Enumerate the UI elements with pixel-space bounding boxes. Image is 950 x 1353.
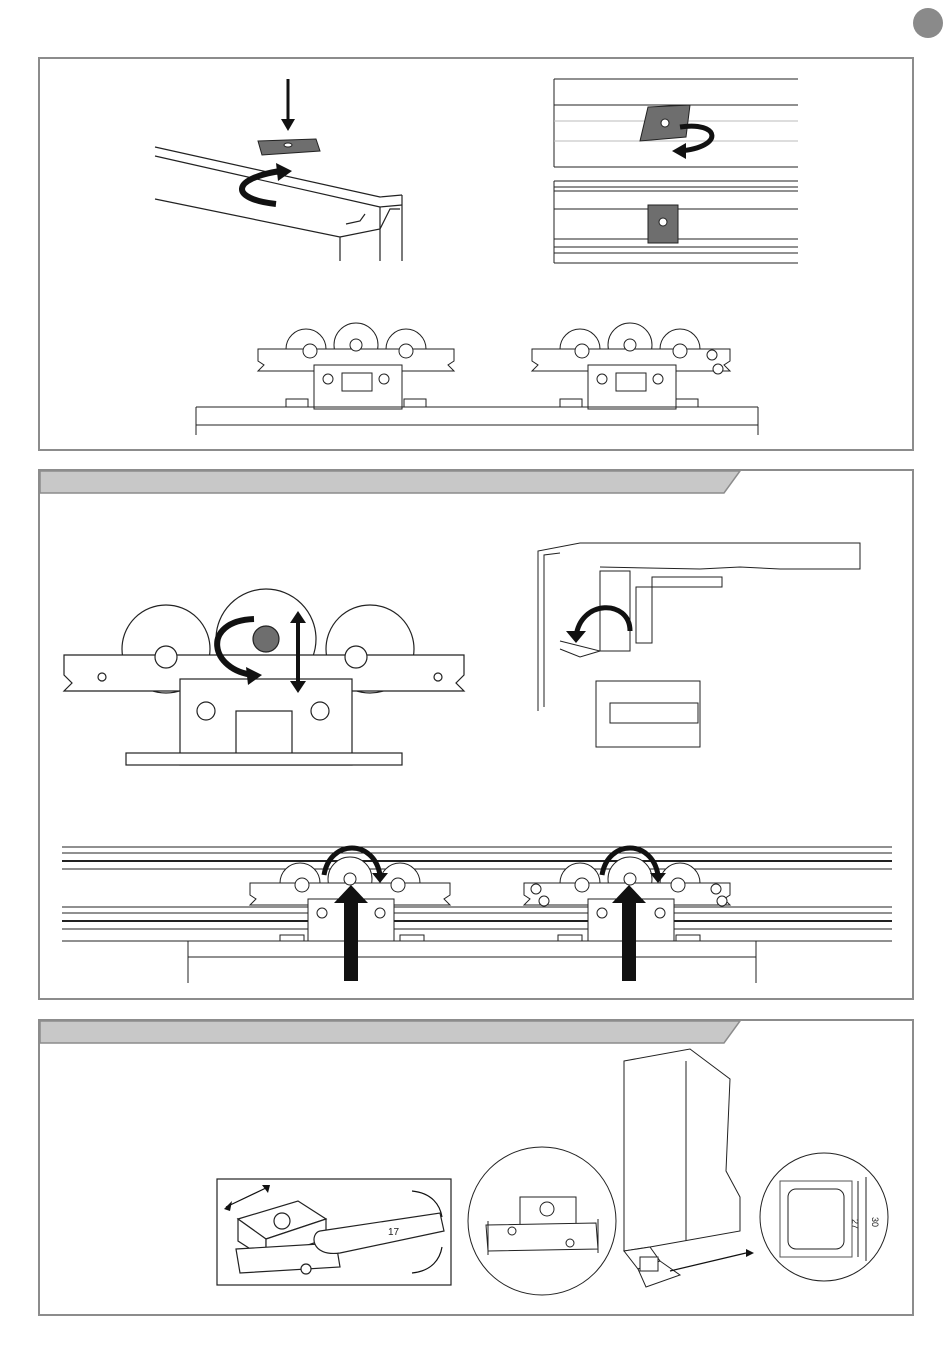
step-2-illustrations bbox=[40, 471, 912, 998]
pointer-arrows bbox=[670, 1249, 754, 1271]
door-leaf-step-2 bbox=[188, 941, 756, 983]
slide-nut-plate bbox=[258, 139, 320, 155]
carriage-detail-large bbox=[64, 589, 464, 765]
rail-perspective-drawing bbox=[155, 147, 402, 261]
rail-front-lines bbox=[62, 847, 892, 941]
step-1-illustrations bbox=[40, 59, 912, 449]
profile-section-magnified bbox=[760, 1153, 888, 1281]
page-marker-dot bbox=[913, 8, 943, 38]
door-leaf-top bbox=[196, 407, 758, 435]
rail-top-view-1 bbox=[554, 79, 798, 167]
carriage-left bbox=[258, 323, 454, 409]
step-3-panel: 17 bbox=[38, 1019, 914, 1316]
profile-width-label: 27 bbox=[850, 1219, 860, 1229]
step-1-panel bbox=[38, 57, 914, 451]
rotate-arrow-rail bbox=[242, 171, 280, 204]
step-3-illustrations: 17 bbox=[40, 1021, 912, 1314]
profile-height-label: 30 bbox=[870, 1217, 880, 1227]
rail-section-view bbox=[538, 543, 860, 747]
carriage-right bbox=[532, 323, 730, 409]
down-arrow bbox=[281, 79, 295, 131]
floor-guide-magnified bbox=[468, 1147, 616, 1295]
rail-top-view-2 bbox=[554, 181, 798, 263]
step-2-panel bbox=[38, 469, 914, 1000]
door-perspective bbox=[624, 1049, 740, 1287]
wrench-size-label: 17 bbox=[388, 1227, 400, 1238]
